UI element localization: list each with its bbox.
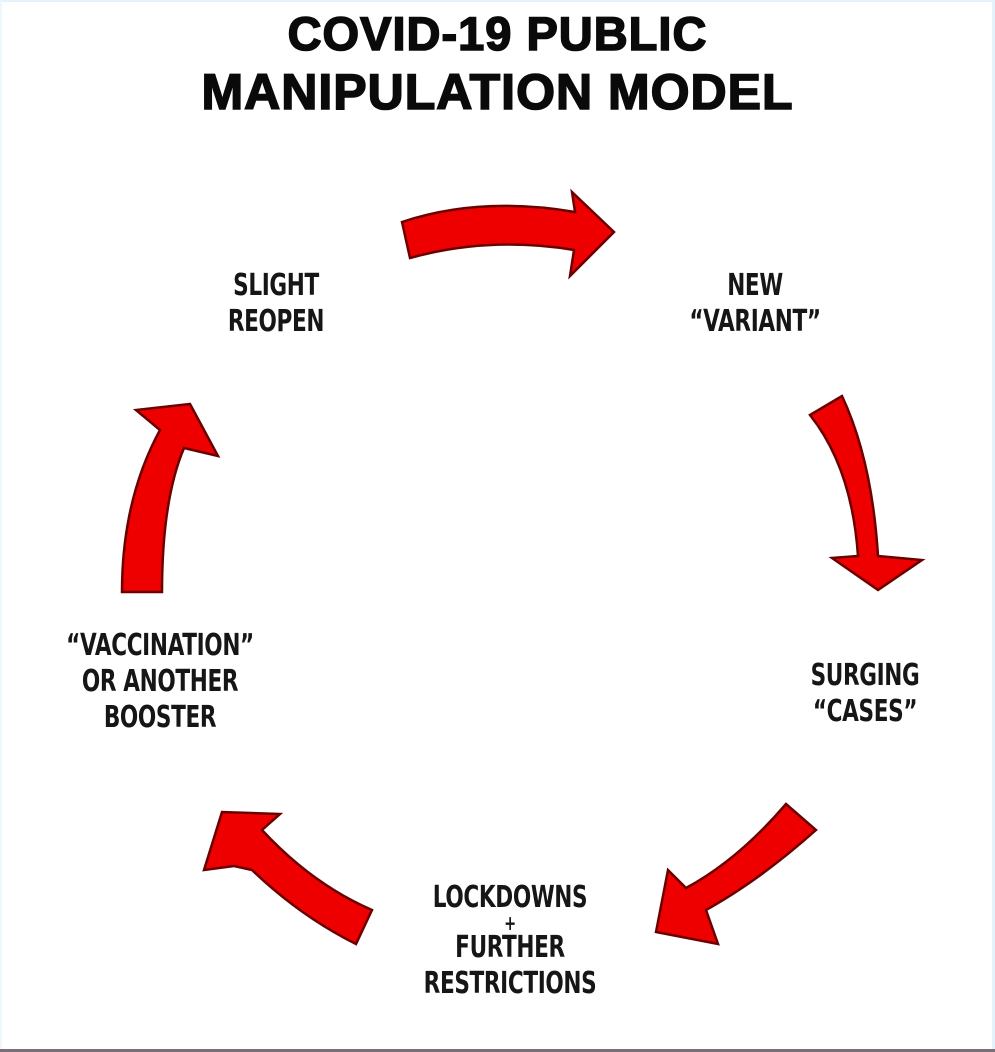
step-lockdowns-line-1: LOCKDOWNS bbox=[432, 880, 588, 915]
step-lockdowns-line-4: RESTRICTIONS bbox=[423, 966, 597, 1001]
step-new-variant: NEW “VARIANT” bbox=[687, 268, 824, 340]
step-new-variant-line-1: NEW bbox=[727, 268, 783, 303]
step-vaccination-line-1: “VACCINATION” bbox=[66, 628, 254, 663]
curved-arrow-down-left-icon bbox=[654, 802, 818, 946]
step-surging-cases-line-1: SURGING bbox=[810, 658, 920, 693]
step-surging-cases: SURGING “CASES” bbox=[797, 658, 934, 730]
curved-arrow-up-icon bbox=[120, 402, 221, 594]
curved-arrow-right-icon bbox=[400, 188, 616, 280]
step-surging-cases-line-2: “CASES” bbox=[812, 694, 918, 729]
title-line-2: MANIPULATION MODEL bbox=[201, 63, 794, 121]
step-vaccination: “VACCINATION” OR ANOTHER BOOSTER bbox=[59, 628, 261, 736]
step-slight-reopen-line-1: SLIGHT bbox=[233, 268, 319, 303]
step-slight-reopen-line-2: REOPEN bbox=[227, 304, 325, 339]
curved-arrow-down-icon bbox=[808, 394, 926, 592]
step-new-variant-line-2: “VARIANT” bbox=[689, 304, 821, 339]
step-lockdowns-line-3: FURTHER bbox=[455, 930, 565, 965]
curved-arrow-up-left-icon bbox=[202, 810, 374, 946]
step-lockdowns: LOCKDOWNS + FURTHER RESTRICTIONS bbox=[416, 880, 603, 1002]
bottom-edge bbox=[0, 1049, 995, 1052]
step-slight-reopen: SLIGHT REOPEN bbox=[218, 268, 333, 340]
step-vaccination-line-2: OR ANOTHER bbox=[81, 664, 239, 699]
step-lockdowns-plus: + bbox=[504, 911, 516, 935]
title-line-1: COVID-19 PUBLIC bbox=[287, 6, 708, 61]
step-vaccination-line-3: BOOSTER bbox=[103, 700, 217, 735]
